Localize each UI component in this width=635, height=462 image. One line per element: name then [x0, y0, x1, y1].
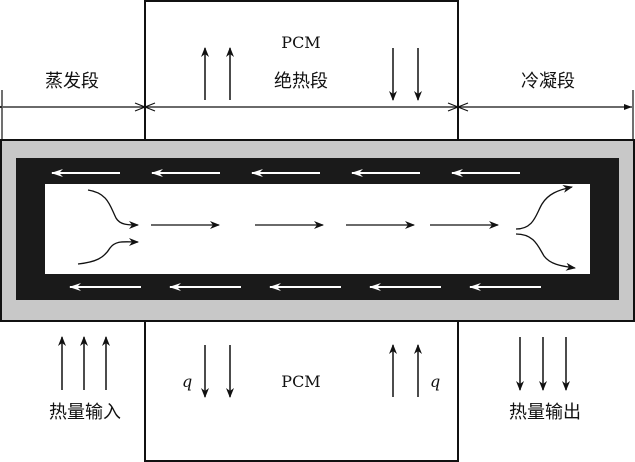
- pcm-top-box: [144, 0, 459, 142]
- vapor-flow-arrows: [77, 184, 576, 271]
- condenser-label: 冷凝段: [521, 71, 575, 92]
- evaporator-label: 蒸发段: [45, 71, 99, 92]
- liquid-flow-arrows: [51, 169, 541, 291]
- q-right-label: q: [430, 372, 440, 391]
- pcm-bottom-label: PCM: [281, 372, 320, 391]
- pcm-bottom-box: [144, 320, 459, 462]
- heat-out-label: 热量输出: [509, 402, 581, 423]
- pcm-top-label: PCM: [281, 33, 320, 52]
- adiabatic-label: 绝热段: [274, 71, 328, 92]
- vapor-core: [45, 184, 590, 274]
- heat-in-label: 热量输入: [49, 402, 121, 423]
- heat-flow-arrows: [58, 47, 570, 398]
- q-left-label: q: [182, 372, 192, 391]
- dimension-line: [0, 90, 634, 140]
